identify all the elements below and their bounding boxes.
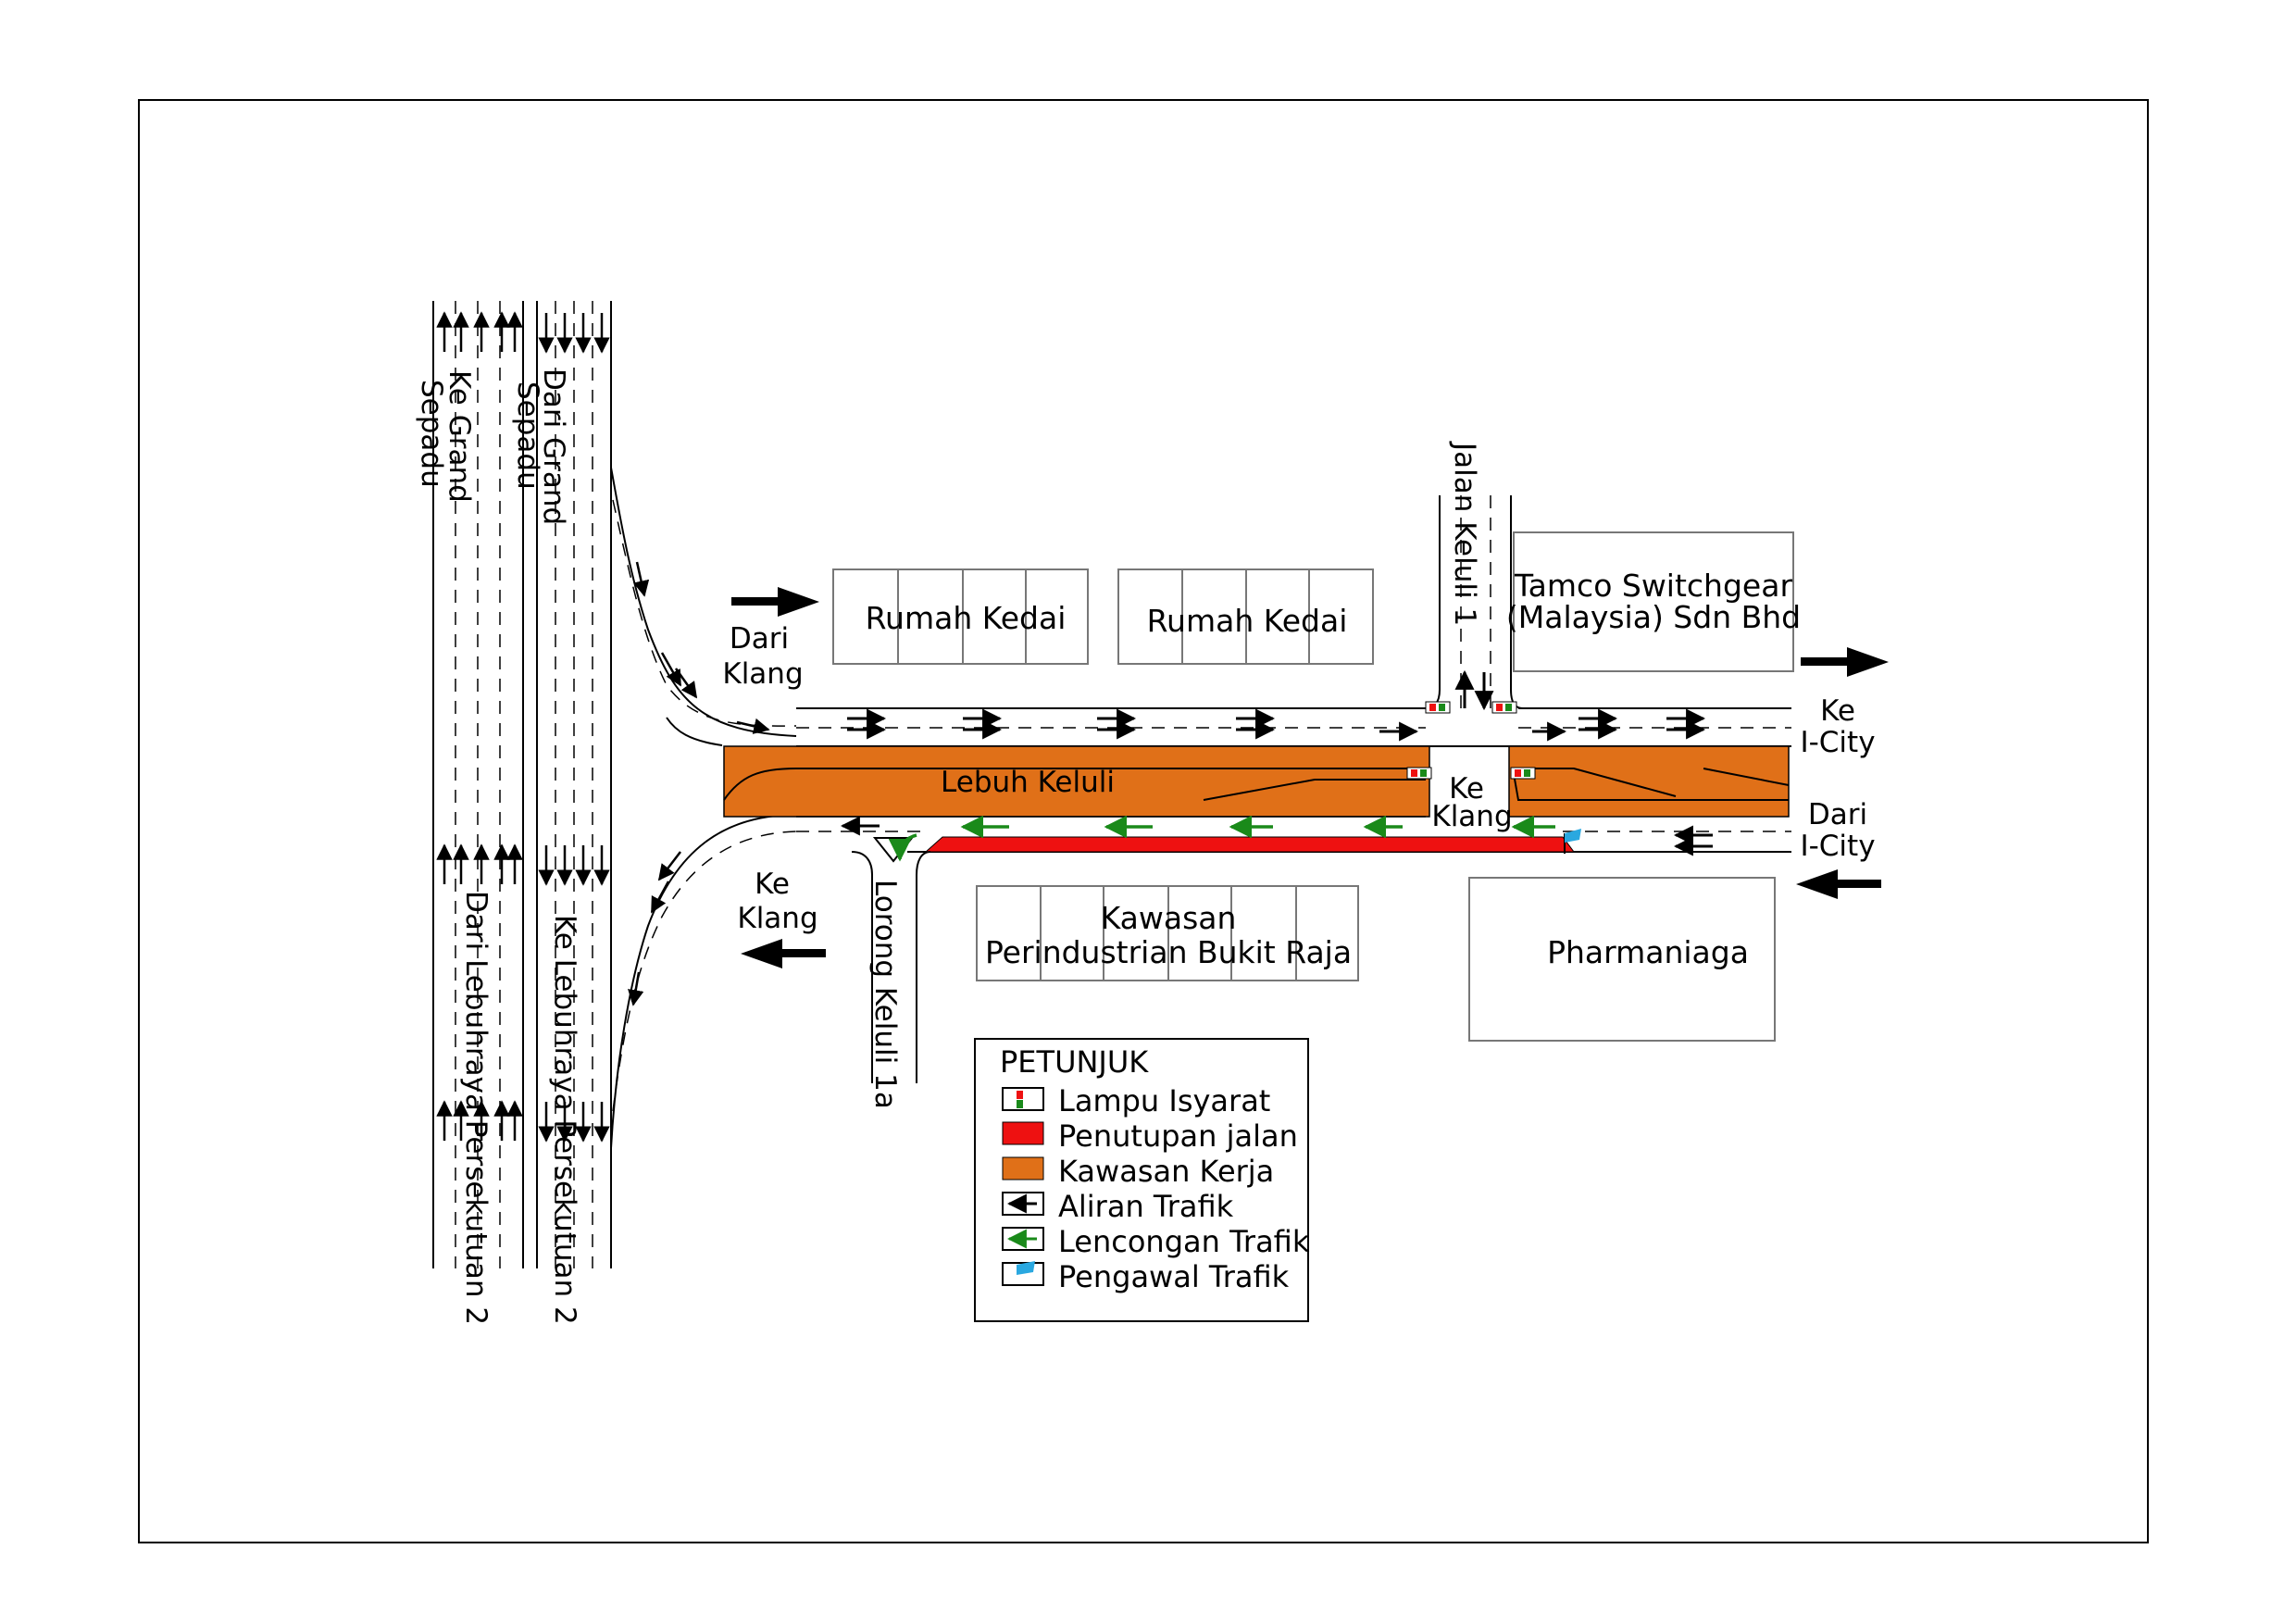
legend-item-label: Lencongan Trafik — [1058, 1224, 1310, 1259]
label-dari-klang-1: Dari — [730, 622, 789, 656]
traffic-light-icon — [1406, 767, 1432, 780]
legend-item-label: Pengawal Trafik — [1058, 1259, 1290, 1294]
legend: PETUNJUK Lampu Isyarat Penutupan jalan K… — [974, 1038, 1310, 1322]
building-label: Pharmaniaga — [1547, 934, 1749, 970]
legend-title: PETUNJUK — [1000, 1044, 1149, 1080]
label-dari-klang-2: Klang — [722, 657, 803, 691]
traffic-light-icon — [1425, 701, 1451, 714]
legend-item-label: Aliran Trafik — [1058, 1189, 1234, 1224]
label-ke-grand-sepadu-2: Sepadu — [415, 380, 448, 488]
building-rumah-kedai-1: Rumah Kedai — [832, 568, 1089, 665]
label-dari-grand-sepadu-2: Sepadu — [511, 381, 544, 490]
westbound-flow-arrows — [840, 816, 1713, 856]
diversion-arrow-icon — [1002, 1227, 1044, 1251]
highway-flow-arrows — [436, 311, 610, 1143]
traffic-flow-arrow-icon — [1002, 1192, 1044, 1216]
map-frame — [138, 99, 2149, 1543]
label-ke-klang-center-2: Klang — [1431, 800, 1512, 833]
building-label: Rumah Kedai — [866, 600, 1067, 636]
traffic-light-icon — [1510, 767, 1536, 780]
label-ke-grand-sepadu-1: Ke Grand — [443, 370, 476, 503]
label-ke-lebuhraya: Ke Lebuhraya Persekutuan 2 — [548, 915, 581, 1325]
label-dari-icity-1: Dari — [1808, 798, 1867, 831]
label-jalan-keluli-1: Jalan Keluli 1 — [1448, 441, 1481, 626]
label-ke-icity-1: Ke — [1820, 694, 1855, 728]
federal-highway-2 — [432, 301, 612, 1268]
legend-item-label: Kawasan Kerja — [1058, 1154, 1274, 1189]
building-label: Rumah Kedai — [1147, 603, 1348, 639]
building-tamco: Tamco Switchgear (Malaysia) Sdn Bhd — [1506, 531, 1801, 672]
arrow-right-icon — [1801, 647, 1889, 677]
building-label-line2: Perindustrian Bukit Raja — [985, 934, 1352, 970]
label-dari-grand-sepadu-1: Dari Grand — [537, 369, 570, 525]
label-lorong-keluli-1a: Lorong Keluli 1a — [868, 880, 902, 1109]
work-zone-east — [1508, 745, 1790, 818]
building-label-line1: Kawasan — [1101, 900, 1237, 936]
ramps — [610, 467, 797, 1149]
work-zone-swatch — [1002, 1156, 1044, 1181]
road-closure-swatch — [1002, 1121, 1044, 1145]
traffic-light-icon — [1002, 1087, 1044, 1111]
arrow-left-icon — [1796, 869, 1881, 899]
building-kawasan-perindustrian: Kawasan Perindustrian Bukit Raja — [976, 885, 1359, 981]
label-dari-icity-2: I-City — [1800, 830, 1875, 863]
building-rumah-kedai-2: Rumah Kedai — [1117, 568, 1374, 665]
arrow-right-icon — [731, 587, 819, 617]
label-dari-lebuhraya: Dari Lebuhraya Persekutuan 2 — [459, 891, 493, 1325]
label-ke-klang-2: Klang — [737, 902, 817, 935]
building-label-line1: Tamco Switchgear — [1514, 568, 1792, 604]
traffic-light-icon — [1491, 701, 1517, 714]
work-zone-west — [723, 745, 1430, 818]
building-label-line2: (Malaysia) Sdn Bhd — [1506, 599, 1801, 635]
label-lebuh-keluli: Lebuh Keluli — [941, 766, 1115, 799]
traffic-controller-flag-icon — [1002, 1261, 1044, 1286]
legend-item-label: Lampu Isyarat — [1058, 1083, 1270, 1118]
traffic-lights — [1406, 701, 1536, 780]
label-ke-klang-1: Ke — [755, 868, 790, 901]
diversion-arrows — [888, 815, 1555, 862]
building-pharmaniaga: Pharmaniaga — [1468, 877, 1776, 1042]
label-ke-icity-2: I-City — [1800, 726, 1875, 759]
legend-item-label: Penutupan jalan — [1058, 1118, 1298, 1154]
road-closure — [924, 836, 1575, 853]
eastbound-flow-arrows — [847, 708, 1706, 742]
arrow-left-icon — [741, 939, 826, 968]
traffic-controller-flag-icon — [1564, 829, 1581, 854]
direction-arrows — [731, 587, 1889, 968]
label-ke-klang-center-1: Ke — [1449, 772, 1484, 806]
